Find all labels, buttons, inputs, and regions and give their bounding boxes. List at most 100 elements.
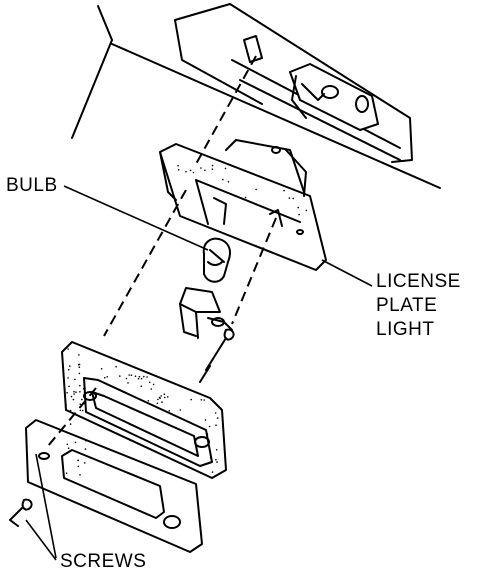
stipple-dot (204, 419, 207, 421)
stipple-dot (82, 387, 85, 390)
stipple-dot (164, 396, 166, 399)
stipple-dot (77, 465, 80, 468)
stipple-dot (292, 197, 295, 200)
stipple-dot (127, 382, 129, 384)
stipple-dot (224, 167, 227, 170)
stipple-dot (211, 471, 214, 473)
stipple-dot (100, 368, 103, 370)
stipple-dot (215, 424, 217, 427)
stipple-dot (65, 472, 68, 475)
stipple-dot (283, 189, 285, 192)
stipple-dot (84, 462, 86, 464)
stipple-dot (140, 377, 143, 380)
stipple-dot (157, 398, 159, 401)
stipple-dot (137, 377, 140, 380)
stipple-dot (68, 385, 70, 388)
stipple-dot (72, 398, 75, 401)
lamp-housing (159, 139, 327, 271)
stipple-dot (211, 164, 214, 167)
stipple-dot (214, 412, 217, 414)
stipple-dot (81, 409, 84, 412)
stipple-dot (156, 402, 159, 405)
license-plate-light-label-line2: PLATE (376, 295, 438, 316)
stipple-dot (158, 396, 161, 399)
stipple-dot (211, 168, 214, 170)
stipple-dot (215, 458, 217, 461)
stipple-dot (130, 374, 133, 377)
stipple-dot (222, 178, 224, 181)
stipple-dot (85, 439, 87, 442)
stipple-dot (77, 459, 79, 462)
stipple-dot (163, 393, 166, 396)
stipple-dot (209, 457, 212, 459)
stipple-dot (190, 398, 192, 401)
panel-bracket (243, 35, 379, 131)
stipple-dot (77, 363, 80, 366)
stipple-dot (73, 390, 75, 393)
lens-screw (9, 498, 33, 527)
stipple-dot (103, 376, 106, 379)
stipple-dot (216, 417, 219, 419)
stipple-dot (78, 372, 81, 375)
stipple-dot (81, 398, 83, 401)
bulb-label: BULB (6, 175, 58, 196)
stipple-dot (78, 366, 81, 369)
stipple-dot (206, 433, 209, 435)
stipple-dot (128, 374, 130, 376)
stipple-dot (83, 376, 85, 379)
stipple-dot (68, 368, 70, 371)
stipple-dot (305, 209, 308, 212)
stipple-shading (65, 164, 308, 476)
stipple-dot (78, 354, 80, 356)
bulb (202, 237, 231, 283)
stipple-dot (84, 395, 87, 398)
stipple-dot (168, 410, 171, 412)
lens-bezel (61, 341, 227, 479)
stipple-dot (192, 171, 195, 174)
stipple-dot (297, 206, 300, 209)
stipple-dot (115, 365, 117, 368)
stipple-dot (161, 401, 163, 403)
stipple-dot (203, 399, 205, 401)
stipple-dot (65, 408, 67, 411)
stipple-dot (147, 400, 150, 402)
stipple-dot (65, 403, 67, 406)
license-plate-light-label-line3: LIGHT (376, 319, 435, 340)
stipple-dot (84, 448, 87, 450)
stipple-dot (79, 474, 81, 476)
stipple-dot (79, 409, 82, 412)
stipple-dot (208, 425, 211, 428)
stipple-dot (67, 377, 69, 379)
stipple-dot (206, 435, 209, 437)
stipple-dot (185, 170, 187, 173)
bulb-socket (179, 287, 233, 339)
stipple-dot (69, 409, 72, 412)
stipple-dot (79, 391, 81, 393)
stipple-dot (177, 169, 180, 171)
stipple-dot (67, 447, 70, 450)
stipple-dot (215, 449, 218, 451)
body-panel (71, 3, 441, 189)
stipple-dot (189, 169, 192, 172)
stipple-dot (146, 376, 148, 378)
stipple-dot (200, 167, 202, 169)
stipple-dot (143, 375, 145, 378)
leader-lines (25, 185, 373, 561)
stipple-dot (134, 375, 137, 378)
stipple-dot (75, 391, 77, 394)
stipple-dot (70, 395, 73, 398)
stipple-dot (79, 403, 82, 406)
lens-plate (25, 419, 203, 553)
stipple-dot (150, 388, 153, 390)
stipple-dot (148, 381, 151, 384)
stipple-dot (160, 395, 162, 397)
stipple-dot (177, 164, 179, 167)
stipple-dot (204, 169, 206, 172)
stipple-dot (298, 213, 300, 216)
screws-label: SCREWS (60, 551, 147, 572)
stipple-dot (152, 383, 155, 386)
stipple-dot (73, 393, 75, 395)
stipple-dot (66, 392, 68, 394)
